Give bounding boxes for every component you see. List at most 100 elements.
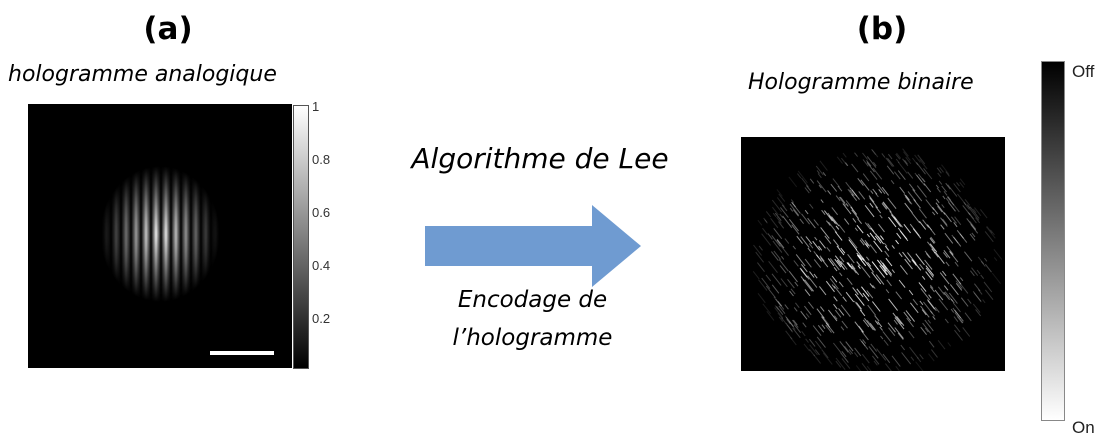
hologram-dash bbox=[849, 187, 858, 197]
hologram-dash bbox=[916, 185, 927, 198]
hologram-dash bbox=[772, 240, 783, 253]
hologram-dash bbox=[857, 177, 864, 186]
hologram-dash bbox=[825, 322, 835, 334]
hologram-dash bbox=[881, 186, 889, 196]
hologram-dash bbox=[856, 252, 863, 261]
hologram-dash bbox=[848, 236, 858, 249]
hologram-dash bbox=[840, 247, 846, 254]
hologram-dash bbox=[786, 324, 794, 333]
hologram-dash bbox=[859, 309, 866, 317]
hologram-dash bbox=[937, 339, 946, 350]
hologram-dash bbox=[845, 162, 849, 167]
hologram-dash bbox=[880, 335, 884, 340]
hologram-dash bbox=[757, 219, 763, 226]
hologram-dash bbox=[918, 208, 927, 219]
hologram-dash bbox=[765, 274, 772, 282]
hologram-dash bbox=[868, 346, 879, 359]
hologram-dash bbox=[936, 187, 941, 193]
hologram-dash bbox=[869, 244, 877, 254]
hologram-dash bbox=[920, 288, 931, 301]
hologram-dash bbox=[922, 322, 932, 334]
hologram-dash bbox=[792, 245, 796, 250]
hologram-dash bbox=[973, 292, 982, 303]
hologram-dash bbox=[959, 233, 968, 243]
hologram-dash bbox=[806, 185, 812, 192]
hologram-dash bbox=[779, 213, 784, 219]
hologram-dash bbox=[970, 223, 979, 234]
hologram-dash bbox=[929, 237, 935, 244]
hologram-dash bbox=[932, 211, 936, 216]
hologram-dash bbox=[792, 327, 801, 339]
hologram-dash bbox=[875, 274, 885, 285]
hologram-dash bbox=[912, 298, 918, 306]
hologram-dash bbox=[785, 330, 793, 340]
hologram-dash bbox=[874, 320, 879, 326]
hologram-dash bbox=[929, 286, 935, 293]
hologram-dash bbox=[819, 286, 827, 296]
hologram-dash bbox=[774, 212, 782, 222]
hologram-dash bbox=[930, 310, 935, 317]
hologram-dash bbox=[904, 258, 913, 270]
hologram-dash bbox=[912, 188, 923, 202]
hologram-dash bbox=[833, 342, 842, 354]
hologram-dash bbox=[971, 232, 976, 238]
hologram-dash bbox=[849, 189, 855, 197]
hologram-dash bbox=[854, 352, 859, 358]
hologram-dash bbox=[914, 154, 921, 163]
hologram-dash bbox=[883, 269, 888, 276]
hologram-dash bbox=[809, 271, 815, 278]
hologram-dash bbox=[819, 240, 826, 249]
hologram-dash bbox=[897, 227, 908, 240]
hologram-dash bbox=[949, 251, 954, 256]
hologram-dash bbox=[789, 336, 797, 346]
hologram-dash bbox=[765, 285, 776, 299]
hologram-dash bbox=[906, 317, 914, 328]
hologram-dash bbox=[901, 352, 912, 365]
hologram-dash bbox=[816, 254, 823, 262]
hologram-dash bbox=[860, 237, 870, 249]
hologram-dash bbox=[972, 303, 981, 313]
hologram-dash bbox=[922, 178, 926, 183]
hologram-dash bbox=[845, 203, 849, 207]
hologram-dash bbox=[870, 190, 874, 195]
hologram-dash bbox=[971, 267, 979, 276]
hologram-dash bbox=[789, 290, 794, 297]
hologram-dash bbox=[943, 212, 952, 223]
hologram-dash bbox=[791, 201, 801, 214]
hologram-dash bbox=[777, 300, 783, 307]
hologram-dash bbox=[858, 191, 866, 200]
hologram-dash bbox=[804, 279, 814, 292]
hologram-dash bbox=[929, 284, 934, 289]
hologram-dash bbox=[833, 239, 840, 247]
hologram-dash bbox=[982, 299, 986, 304]
hologram-dash bbox=[785, 322, 793, 332]
binary-colorbar bbox=[1042, 62, 1064, 420]
hologram-dash bbox=[980, 274, 985, 280]
hologram-dash bbox=[768, 260, 778, 274]
hologram-dash bbox=[814, 349, 820, 356]
analog-hologram-image bbox=[28, 104, 292, 368]
hologram-dash bbox=[940, 217, 948, 227]
hologram-dash bbox=[862, 353, 870, 364]
hologram-dash bbox=[985, 289, 994, 301]
hologram-dash bbox=[930, 236, 936, 244]
colorbar-tick-0.2: 0.2 bbox=[312, 311, 331, 326]
hologram-dash bbox=[924, 319, 934, 332]
hologram-dash bbox=[983, 281, 993, 293]
hologram-dash bbox=[927, 299, 935, 310]
hologram-dash bbox=[907, 252, 917, 264]
hologram-dash bbox=[932, 315, 936, 320]
hologram-dash bbox=[851, 193, 858, 202]
hologram-dash bbox=[910, 356, 915, 361]
hologram-dash bbox=[808, 301, 814, 309]
hologram-dash bbox=[791, 224, 800, 235]
hologram-dash bbox=[904, 196, 912, 204]
hologram-dash bbox=[854, 347, 862, 357]
hologram-dash bbox=[869, 283, 874, 289]
hologram-dash bbox=[776, 238, 785, 249]
hologram-dash bbox=[879, 326, 883, 331]
hologram-dash bbox=[897, 170, 906, 181]
hologram-dash bbox=[757, 292, 766, 304]
panel-b-letter: (b) bbox=[856, 11, 908, 47]
hologram-dash bbox=[807, 247, 812, 253]
